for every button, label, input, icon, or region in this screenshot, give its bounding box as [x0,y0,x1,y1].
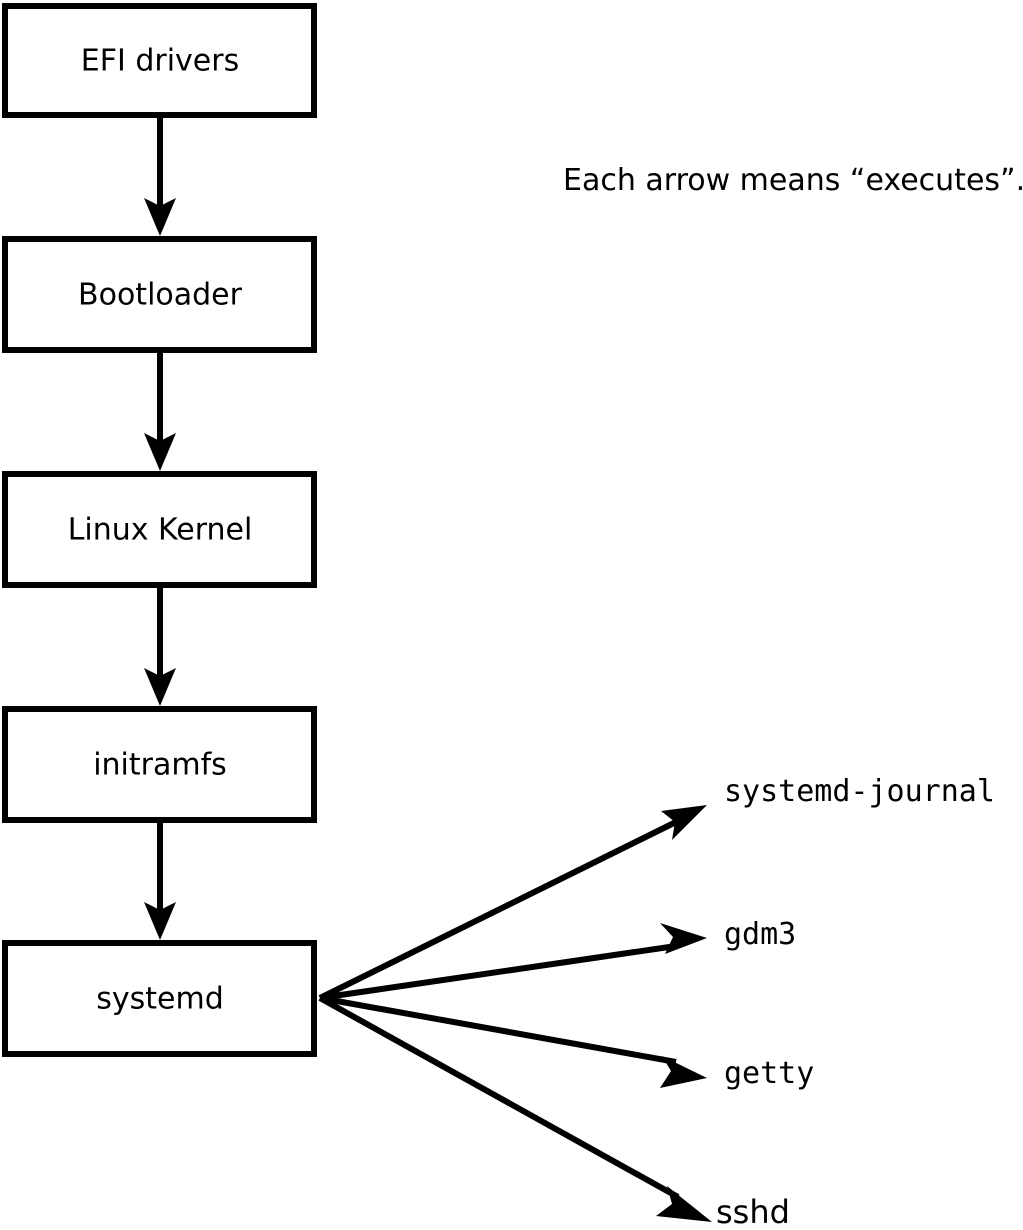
process-box-outline [2,236,317,353]
arrow-head-right-icon [661,805,707,840]
process-box-efi-drivers[interactable]: EFI drivers [2,3,317,118]
process-box-linux-kernel[interactable]: Linux Kernel [2,471,317,588]
process-box-outline [2,940,317,1057]
process-box-label: initramfs [93,748,227,783]
process-box-systemd[interactable]: systemd [2,940,317,1057]
process-box-label: Bootloader [78,278,243,313]
process-box-label: Linux Kernel [68,513,253,548]
chain-arrow-bootloader-to-kernel [144,353,176,471]
arrow-head-down-icon [144,668,176,706]
service-arrow-line [318,995,680,1200]
service-arrow-line [319,943,677,1001]
process-box-bootloader[interactable]: Bootloader [2,236,317,353]
service-arrow-line [318,819,678,1001]
process-box-outline [2,3,317,118]
arrow-head-down-icon [144,198,176,236]
process-box-outline [2,706,317,823]
arrow-head-right-icon [656,1186,712,1222]
arrow-head-down-icon [144,433,176,471]
process-box-label: systemd [96,982,224,1017]
chain-arrow-kernel-to-initramfs [144,588,176,706]
service-label-systemd-journal: systemd-journal [724,774,995,809]
process-box-initramfs[interactable]: initramfs [2,706,317,823]
process-box-label: EFI drivers [81,44,239,79]
service-label-sshd: sshd [716,1193,790,1230]
arrow-head-down-icon [144,902,176,940]
chain-arrow-efi-to-bootloader [144,118,176,236]
arrow-head-right-icon [660,923,707,954]
service-label-gdm3: gdm3 [724,917,796,952]
chain-arrow-initramfs-to-systemd [144,823,176,940]
service-arrow-sshd [318,995,712,1222]
service-arrow-line [319,995,677,1065]
diagram-caption: Each arrow means “executes”. [563,163,1023,198]
service-arrow-gdm3 [319,923,707,1001]
process-box-outline [2,471,317,588]
arrow-head-right-icon [660,1056,707,1088]
service-label-getty: getty [724,1056,814,1091]
service-arrow-systemd-journal [318,805,707,1001]
service-arrow-getty [319,995,707,1088]
